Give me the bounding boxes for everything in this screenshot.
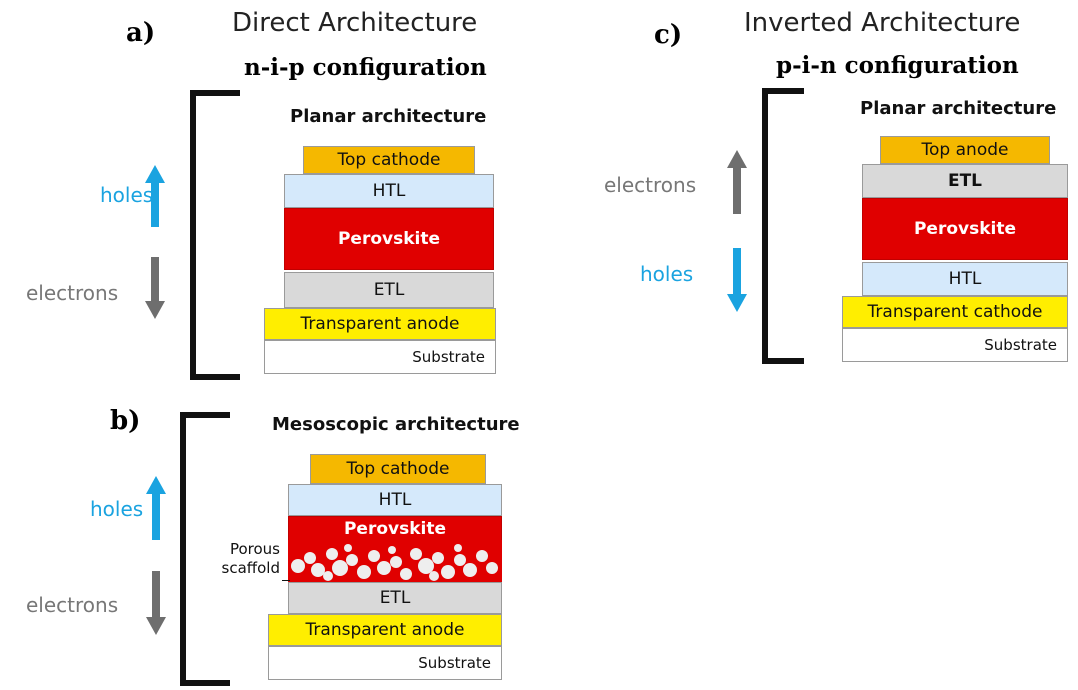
panel-b-perovskite-layer: Perovskite	[288, 516, 502, 540]
panel-a-etl-layer: ETL	[284, 272, 494, 308]
panel-a-substrate-layer: Substrate	[264, 340, 496, 374]
panel-b-scaffold-pointer	[282, 580, 290, 581]
panel-a-label: a)	[126, 18, 156, 48]
panel-b-holes-label: holes	[90, 497, 144, 521]
panel-c-perovskite-layer: Perovskite	[862, 198, 1068, 260]
panel-c-bracket	[762, 88, 804, 364]
panel-c-subtitle: Planar architecture	[860, 98, 1057, 119]
panel-c-title: Inverted Architecture	[744, 8, 1021, 38]
panel-a-electrons-label: electrons	[26, 281, 119, 305]
panel-c-electrons-label: electrons	[604, 173, 697, 197]
panel-c-top-anode-layer: Top anode	[880, 136, 1050, 164]
panel-a-title: Direct Architecture	[232, 8, 478, 38]
panel-c-holes-label: holes	[640, 262, 694, 286]
panel-c-label: c)	[654, 20, 683, 50]
panel-b-substrate-layer: Substrate	[268, 646, 502, 680]
panel-a-bracket	[190, 90, 240, 380]
panel-a-transparent-anode-layer: Transparent anode	[264, 308, 496, 340]
panel-c-config: p-i-n configuration	[776, 52, 1019, 79]
panel-c-electrons-arrow-up-icon	[727, 150, 747, 214]
panel-b-porous-scaffold-layer	[288, 540, 502, 582]
panel-a-holes-arrow-up-icon	[145, 165, 165, 227]
panel-c-holes-arrow-down-icon	[727, 248, 747, 312]
panel-b-htl-layer: HTL	[288, 484, 502, 516]
panel-b-top-cathode-layer: Top cathode	[310, 454, 486, 484]
panel-b-holes-arrow-up-icon	[146, 476, 166, 540]
panel-b-electrons-arrow-down-icon	[146, 571, 166, 635]
panel-a-subtitle: Planar architecture	[290, 106, 487, 127]
panel-b-etl-layer: ETL	[288, 582, 502, 614]
panel-b-subtitle: Mesoscopic architecture	[272, 414, 520, 435]
panel-c-etl-layer: ETL	[862, 164, 1068, 198]
panel-b-label: b)	[110, 406, 141, 436]
panel-c-transparent-cathode-layer: Transparent cathode	[842, 296, 1068, 328]
panel-b-bracket	[180, 412, 230, 686]
panel-c-substrate-layer: Substrate	[842, 328, 1068, 362]
panel-b-porous-label-line1: Porous	[229, 540, 280, 558]
panel-c-htl-layer: HTL	[862, 262, 1068, 296]
panel-b-scaffold-label-line2: scaffold	[221, 559, 280, 577]
panel-a-electrons-arrow-down-icon	[145, 257, 165, 319]
panel-a-perovskite-layer: Perovskite	[284, 208, 494, 270]
panel-a-config: n-i-p configuration	[244, 54, 487, 81]
panel-b-porous-scaffold-label: Porous scaffold	[204, 540, 280, 578]
panel-a-holes-label: holes	[100, 183, 154, 207]
panel-b-transparent-anode-layer: Transparent anode	[268, 614, 502, 646]
panel-a-htl-layer: HTL	[284, 174, 494, 208]
panel-b-electrons-label: electrons	[26, 593, 119, 617]
panel-a-top-cathode-layer: Top cathode	[303, 146, 475, 174]
